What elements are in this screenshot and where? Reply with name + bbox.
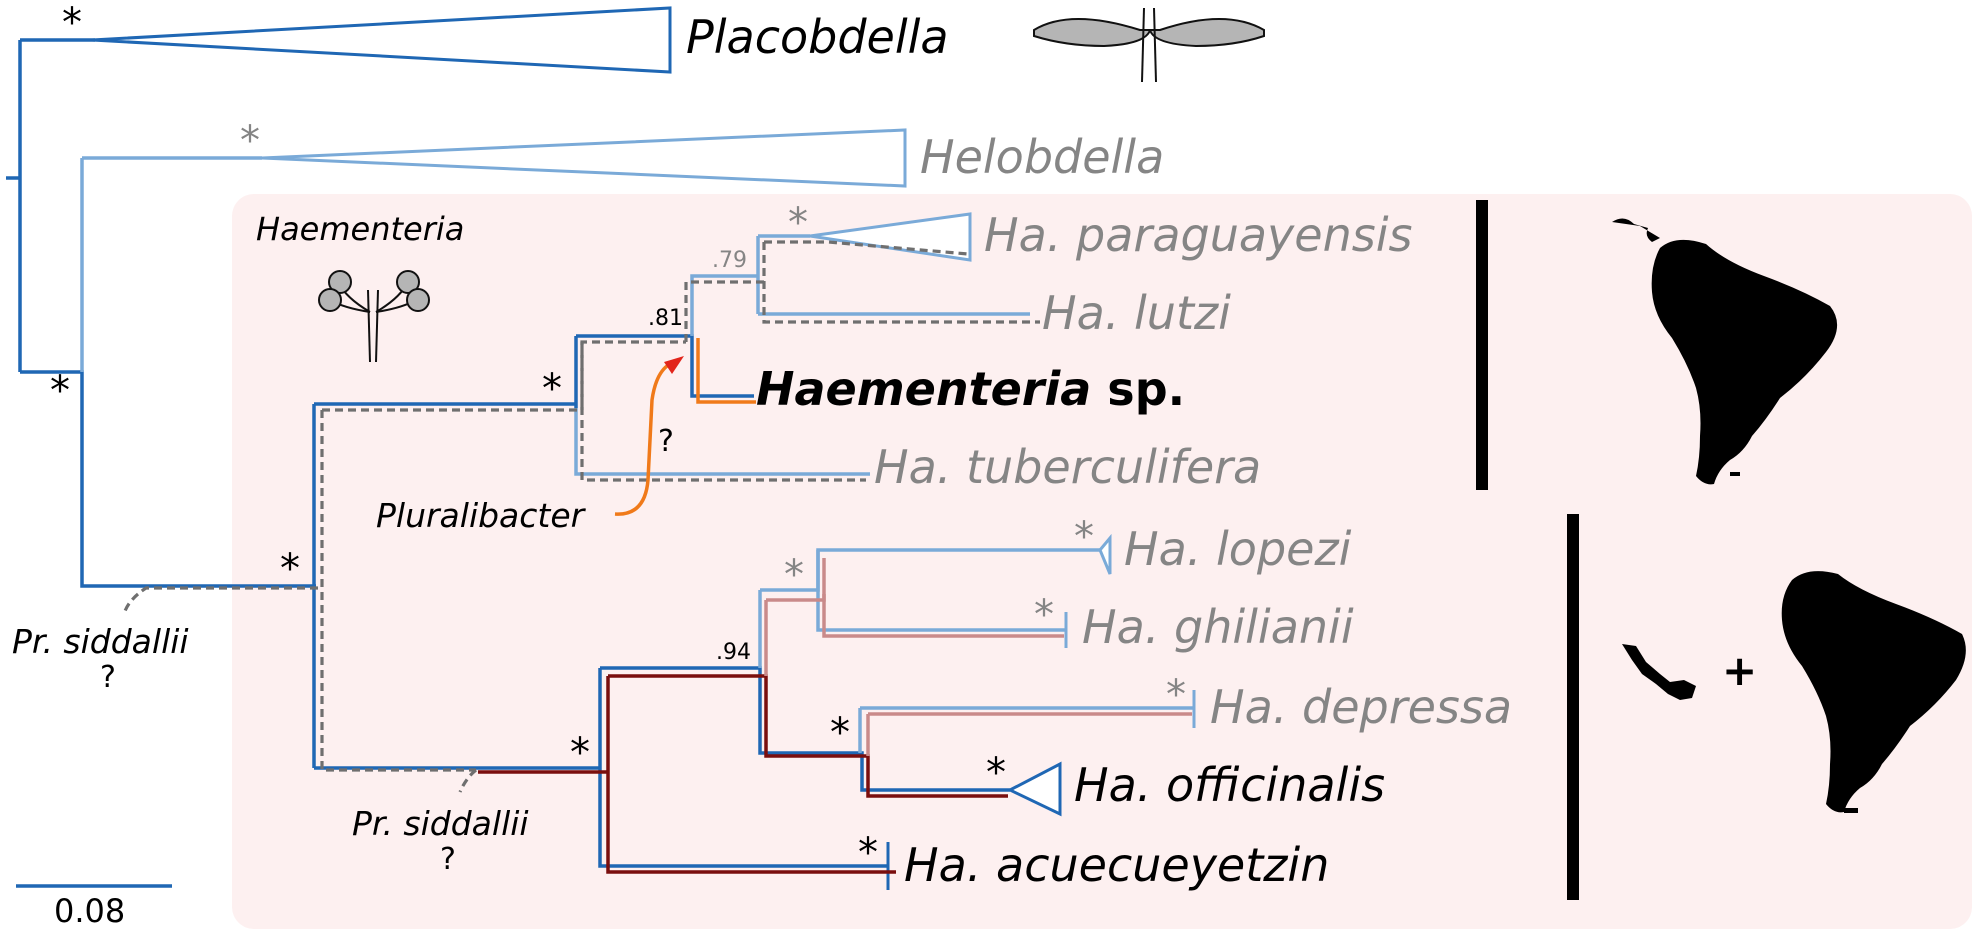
support-haementeria: *: [280, 546, 300, 592]
region-bar-south-america: [1476, 200, 1488, 490]
label-tuberculifera: Ha. tuberculifera: [874, 440, 1262, 494]
support-lopezi: *: [1074, 514, 1094, 560]
pluralibacter-arrowhead: [664, 356, 684, 374]
paraguayensis-triangle: [809, 212, 972, 262]
clade-label-haementeria: Haementeria: [256, 210, 465, 248]
officinalis-triangle: [1006, 761, 1062, 817]
lopezi-triangle: [1098, 533, 1112, 575]
pluralibacter-question: ?: [658, 424, 674, 459]
label-acuecueyetzin: Ha. acuecueyetzin: [904, 838, 1330, 892]
region-bar-mexico-south-america: [1567, 514, 1579, 900]
pluralibacter-branches: [614, 338, 756, 516]
support-value-94: .94: [716, 640, 751, 665]
label-haementeria-sp-suffix: sp.: [1091, 362, 1186, 416]
support-helobdella: *: [240, 118, 260, 164]
haementeria-clade-box: [232, 194, 1972, 929]
support-sa-clade: *: [542, 366, 562, 412]
collapsed-clades: [91, 6, 1196, 890]
label-haementeria-sp-genus: Haementeria: [756, 362, 1092, 416]
label-pluralibacter: Pluralibacter: [376, 496, 585, 535]
support-ghilianii: *: [1034, 592, 1054, 638]
support-value-79: .79: [712, 248, 747, 273]
label-lutzi: Ha. lutzi: [1042, 286, 1231, 340]
label-depressa: Ha. depressa: [1210, 680, 1513, 734]
label-siddallii-outer: Pr. siddallii: [12, 622, 189, 661]
scale-bar-label: 0.08: [54, 892, 126, 930]
haementeria-gland-icon: [318, 270, 430, 363]
placobdella-triangle: [91, 6, 672, 74]
label-siddallii-inner: Pr. siddallii: [352, 804, 529, 843]
support-depressa-officinalis: *: [830, 710, 850, 756]
south-america-map-2-icon: [1781, 571, 1966, 813]
symbiont-light-red-branches: [764, 558, 1192, 756]
placobdella-leech-icon: [1033, 7, 1265, 83]
backbone-branches: [6, 38, 1010, 868]
south-america-map-icon: [1612, 218, 1838, 485]
label-lopezi: Ha. lopezi: [1124, 522, 1352, 576]
support-depressa: *: [1166, 672, 1186, 718]
support-paraguayensis: *: [788, 200, 808, 246]
label-paraguayensis: Ha. paraguayensis: [984, 208, 1413, 262]
label-placobdella: Placobdella: [686, 10, 949, 64]
siddallii-inner-question: ?: [440, 842, 456, 877]
support-placobdella: *: [62, 0, 82, 46]
label-officinalis: Ha. officinalis: [1074, 758, 1386, 812]
label-helobdella: Helobdella: [920, 130, 1165, 184]
mexico-map-icon: [1622, 644, 1696, 700]
siddallii-outer-question: ?: [100, 660, 116, 695]
support-officinalis: *: [986, 750, 1006, 796]
support-acuecueyetzin: *: [858, 830, 878, 876]
support-root-left: *: [50, 368, 70, 414]
support-value-81: .81: [648, 306, 683, 331]
light-branches: [80, 156, 1195, 753]
support-mexico-clade: *: [570, 730, 590, 776]
map-plus-sign: +: [1722, 646, 1758, 695]
support-lopezi-ghilianii: *: [784, 552, 804, 598]
label-ghilianii: Ha. ghilianii: [1082, 600, 1354, 654]
helobdella-triangle: [261, 128, 907, 188]
symbiont-red-branches: [478, 674, 1008, 874]
symbiont-dashed-branches: [122, 240, 1040, 793]
label-haementeria-sp: Haementeria sp.: [756, 362, 1185, 416]
